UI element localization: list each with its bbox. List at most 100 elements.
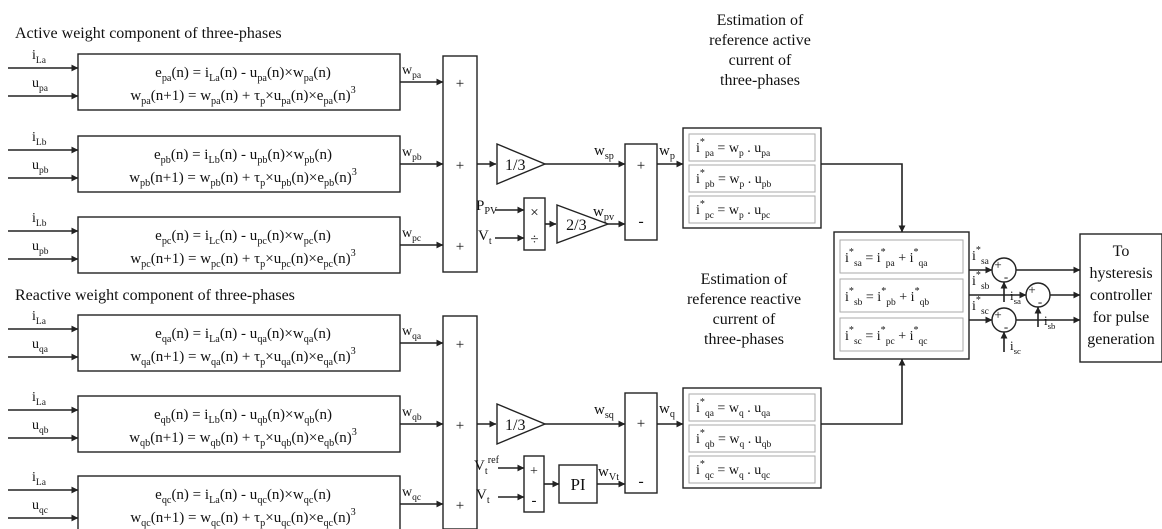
reactive-input-unit-template-label: uqc <box>32 498 48 516</box>
active-weight-update-equation: wpa(n+1) = wpa(n) + τp×upa(n)×epa(n)3 <box>130 85 355 107</box>
plus-sign: + <box>456 76 464 92</box>
reactive-input-current-label: iLa <box>32 309 47 327</box>
reactive-estimation-heading: current of <box>713 311 776 328</box>
reactive-error-equation: eqc(n) = iLa(n) - uqc(n)×wqc(n) <box>155 487 331 506</box>
plus-sign: + <box>637 416 645 432</box>
reactive-reference-equation: i*qa = wq . uqa <box>696 397 771 419</box>
pi-label: PI <box>570 475 585 494</box>
plus-sign: + <box>456 158 464 174</box>
reference-current-label: i*sc <box>972 295 989 317</box>
active-ref-to-sum-line <box>821 163 906 233</box>
hysteresis-controller-text: generation <box>1087 331 1155 348</box>
divide-sign: ÷ <box>530 232 538 248</box>
total-reference-equation: i*sb = i*pb + i*qb <box>845 286 929 308</box>
active-error-equation: epc(n) = iLc(n) - upc(n)×wpc(n) <box>155 228 331 247</box>
reactive-input-current-label: iLa <box>32 470 47 488</box>
active-weight-output-label: wpb <box>402 145 422 163</box>
vt-label: Vt <box>476 487 490 506</box>
vt-label: Vt <box>478 228 492 247</box>
total-reference-row <box>839 317 964 352</box>
diagram-blocks <box>77 53 1162 529</box>
plus-sign: + <box>637 158 645 174</box>
active-input-current-label: iLb <box>32 130 47 148</box>
active-weight-output-label: wpc <box>402 226 421 244</box>
active-reference-row <box>688 195 816 224</box>
measured-current-label: isb <box>1044 313 1056 331</box>
active-estimation-heading: reference active <box>709 32 811 49</box>
plus-sign: + <box>994 307 1001 322</box>
reactive-weight-output-label: wqb <box>402 405 422 423</box>
reference-current-label: i*sa <box>972 245 990 267</box>
hysteresis-controller-box <box>1079 233 1162 363</box>
active-error-equation: epa(n) = iLa(n) - upa(n)×wpa(n) <box>155 65 331 84</box>
active-input-current-label: iLa <box>32 48 47 66</box>
reactive-reference-equation: i*qb = wq . uqb <box>696 428 771 450</box>
reactive-weight-block-2 <box>77 395 401 453</box>
active-weight-update-equation: wpb(n+1) = wpb(n) + τp×upb(n)×epb(n)3 <box>129 167 357 189</box>
reactive-estimation-heading: Estimation of <box>701 271 788 288</box>
reactive-estimation-heading: three-phases <box>704 331 784 348</box>
reactive-reference-row <box>688 424 816 453</box>
active-weight-update-equation: wpc(n+1) = wpc(n) + τp×upc(n)×epc(n)3 <box>130 248 355 270</box>
pi-controller-block <box>558 464 598 504</box>
active-sum-block <box>442 55 478 273</box>
reactive-input-unit-template-label: uqb <box>32 418 49 436</box>
plus-sign: + <box>456 498 464 514</box>
wq-sum-block <box>624 392 658 494</box>
active-reference-equation: i*pb = wp . upb <box>696 168 771 190</box>
active-gain-one-third <box>496 142 547 186</box>
minus-sign: - <box>1004 269 1008 284</box>
plus-sign: + <box>1028 282 1035 297</box>
vt-error-sum-block <box>523 455 545 513</box>
plus-sign: + <box>994 257 1001 272</box>
minus-sign: - <box>1038 294 1042 309</box>
wq-label: wq <box>659 401 675 420</box>
reactive-weight-update-equation: wqb(n+1) = wqb(n) + τp×uqb(n)×eqb(n)3 <box>129 427 357 449</box>
wp-label: wp <box>659 143 675 162</box>
hysteresis-controller-text: To <box>1113 243 1130 260</box>
active-weight-block-2 <box>77 135 401 193</box>
reactive-error-equation: eqb(n) = iLb(n) - uqb(n)×wqb(n) <box>154 407 332 426</box>
diagram-labels: Active weight component of three-phasesR… <box>15 12 1155 529</box>
reactive-weight-update-equation: wqa(n+1) = wqa(n) + τp×uqa(n)×eqa(n)3 <box>130 346 355 368</box>
reactive-weight-output-label: wqc <box>402 485 421 503</box>
reactive-sum-block <box>442 315 478 529</box>
comparator-circle <box>991 257 1017 283</box>
total-reference-equation: i*sa = i*pa + i*qa <box>845 247 928 269</box>
active-input-unit-template-label: upa <box>32 76 49 94</box>
reactive-gain-one-third-label: 1/3 <box>505 417 525 434</box>
hysteresis-controller-text: controller <box>1090 287 1153 304</box>
reactive-reference-row <box>688 455 816 484</box>
wsq-label: wsq <box>594 402 614 421</box>
reactive-weight-block-1 <box>77 314 401 372</box>
active-input-current-label: iLb <box>32 211 47 229</box>
reactive-input-current-label: iLa <box>32 390 47 408</box>
wp-sum-block <box>624 143 658 241</box>
total-reference-row <box>839 239 964 274</box>
reactive-weight-block-3 <box>77 475 401 529</box>
active-reference-equation: i*pa = wp . upa <box>696 137 771 159</box>
active-estimation-heading: Estimation of <box>717 12 804 29</box>
total-reference-row <box>839 278 964 313</box>
reference-current-label: i*sb <box>972 270 990 292</box>
reactive-estimation-heading: reference reactive <box>687 291 801 308</box>
active-gain-one-third-label: 1/3 <box>505 157 525 174</box>
minus-sign: - <box>638 213 643 230</box>
reactive-gain-one-third <box>496 402 547 446</box>
wvt-label: wVt <box>598 464 619 483</box>
active-reference-row <box>688 164 816 193</box>
active-error-equation: epb(n) = iLb(n) - upb(n)×wpb(n) <box>154 147 332 166</box>
vt-ref-label: Vtref <box>474 455 500 477</box>
wsp-label: wsp <box>594 143 614 162</box>
wpv-label: wpv <box>593 204 615 223</box>
minus-sign: - <box>1004 319 1008 334</box>
ppv-label: PPV <box>476 198 498 217</box>
active-reference-equation: i*pc = wp . upc <box>696 199 770 221</box>
gain-two-thirds-label: 2/3 <box>566 217 586 234</box>
gain-two-thirds <box>556 203 611 245</box>
active-weight-heading: Active weight component of three-phases <box>15 25 282 42</box>
reactive-weight-output-label: wqa <box>402 324 422 342</box>
plus-sign: + <box>456 418 464 434</box>
reactive-weight-update-equation: wqc(n+1) = wqc(n) + τp×uqc(n)×eqc(n)3 <box>130 507 355 529</box>
